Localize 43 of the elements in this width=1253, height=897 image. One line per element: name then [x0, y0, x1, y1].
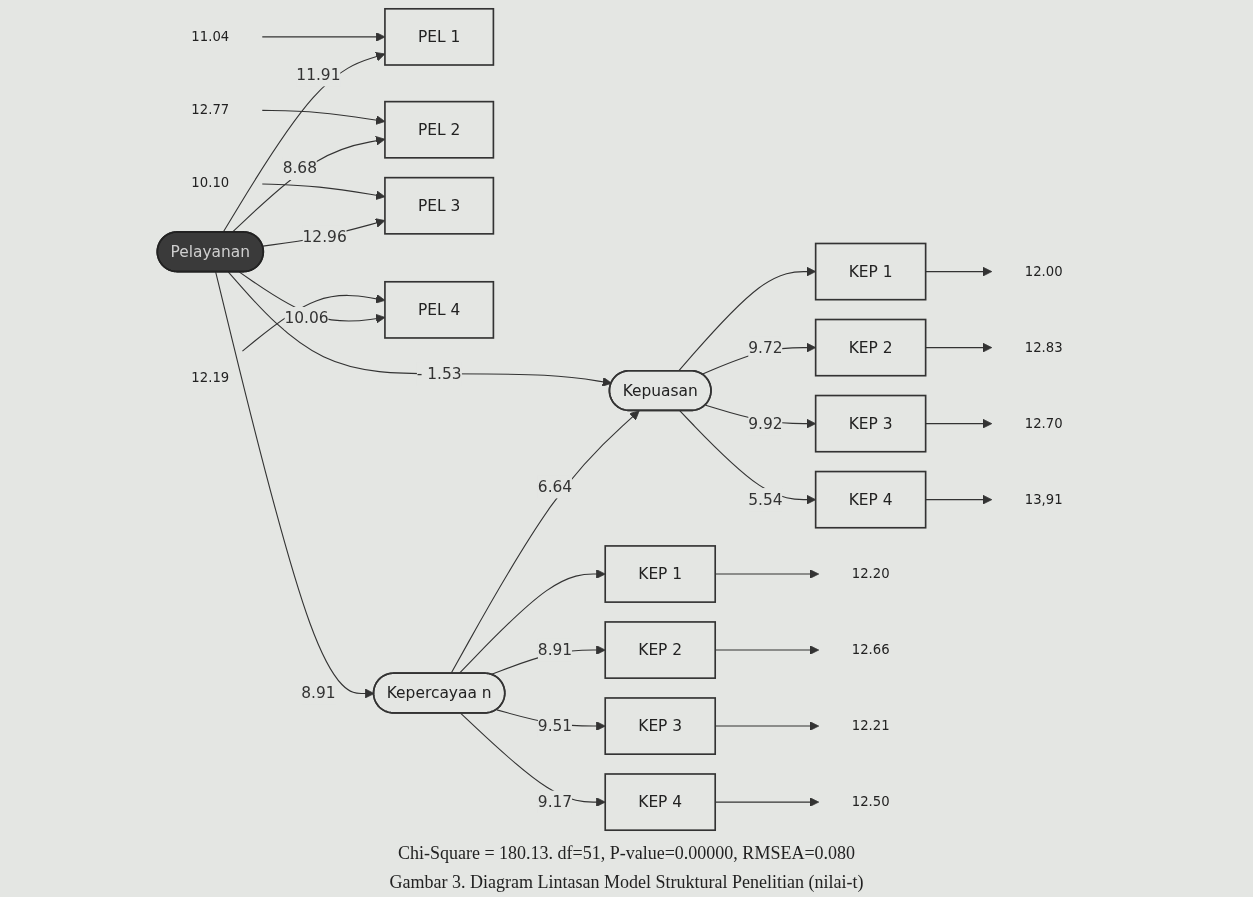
- node-text: 12.00: [1024, 263, 1063, 280]
- arrow: [925, 418, 993, 429]
- node-box: PEL 1: [384, 8, 495, 66]
- node-box: KEP 2: [814, 318, 927, 377]
- node-text: 10.10: [191, 174, 230, 191]
- node-box: PEL 2: [384, 100, 495, 159]
- edge-label: 8.91: [537, 640, 573, 659]
- node-box: KEP 2: [604, 621, 717, 679]
- node-text: 12.20: [851, 566, 890, 582]
- edge-label: 9.72: [748, 338, 783, 356]
- edge-label: 9.92: [748, 414, 783, 432]
- edge-label: 8.91: [301, 683, 336, 702]
- edge-label: 9.17: [537, 792, 573, 811]
- arrow: [925, 266, 993, 277]
- node-box: KEP 1: [604, 545, 717, 603]
- node-text: 12.50: [851, 794, 890, 810]
- arrow: [925, 494, 993, 505]
- node-box: KEP 4: [814, 470, 927, 529]
- node-text: 12.19: [191, 369, 230, 386]
- node-box: PEL 3: [384, 176, 495, 235]
- edge-label: 8.68: [282, 159, 317, 177]
- node-box: KEP 3: [814, 394, 927, 453]
- edge-label: - 1.53: [416, 364, 462, 383]
- edge-label: 12.96: [302, 227, 347, 246]
- node-text: 13,91: [1024, 491, 1063, 508]
- node-box: KEP 1: [814, 242, 927, 301]
- node-text: 12.66: [851, 642, 890, 658]
- edge-label: 11.91: [296, 65, 341, 84]
- node-text: 12.83: [1024, 339, 1063, 356]
- node-box: KEP 3: [604, 697, 717, 755]
- node-text: 12.77: [191, 101, 230, 118]
- node-box: PEL 4: [384, 280, 495, 339]
- edge-label: 10.06: [284, 309, 329, 327]
- node-text: 12.70: [1024, 415, 1063, 432]
- figure-caption: Gambar 3. Diagram Lintasan Model Struktural Penelitian (nilai-t): [389, 872, 864, 893]
- node-box: KEP 4: [604, 773, 717, 831]
- node-text: 11.04: [191, 29, 230, 45]
- node-text: 12.21: [851, 718, 890, 734]
- arrow: [925, 342, 993, 353]
- arrow: [460, 712, 606, 807]
- edge-label: 6.64: [537, 477, 573, 496]
- edge-label: 5.54: [748, 490, 783, 508]
- edge-label: 9.51: [537, 716, 573, 735]
